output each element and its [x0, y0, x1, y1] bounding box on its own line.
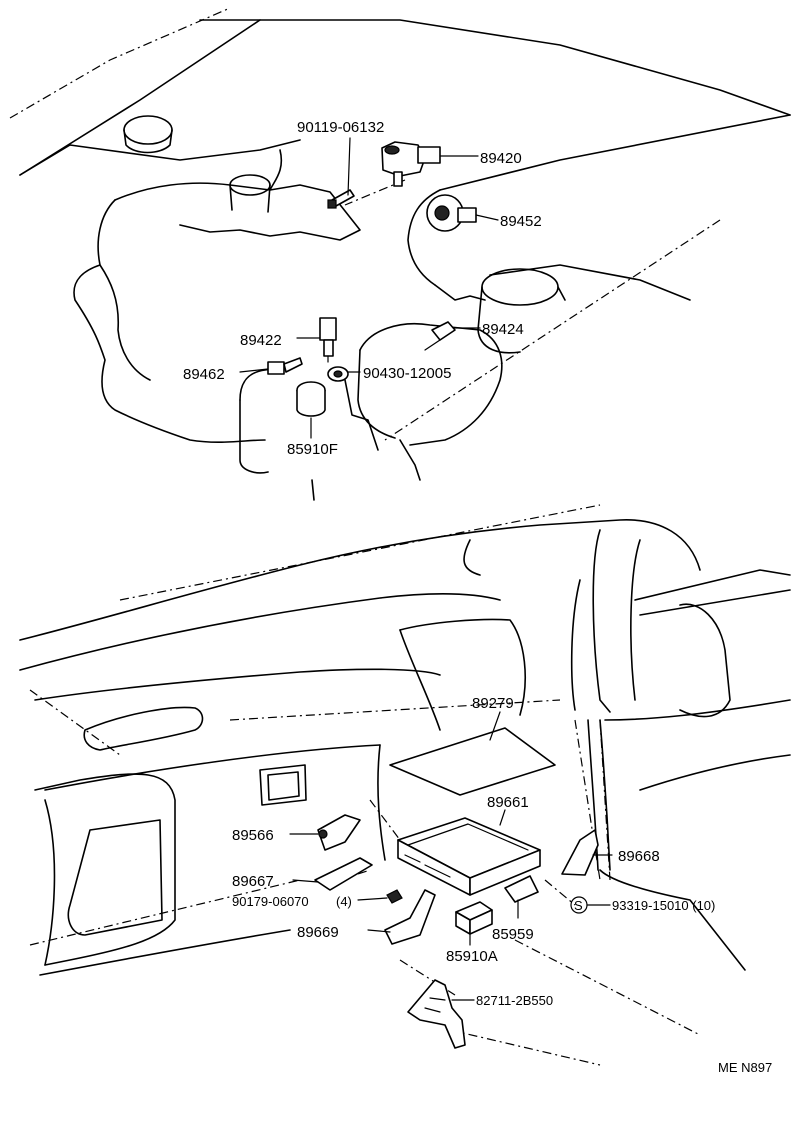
label-90179-qty: (4) — [336, 894, 352, 909]
label-90179-06070: 90179-06070 — [232, 894, 309, 909]
sensor-89452-icon — [426, 194, 477, 232]
leader-lines-dash — [289, 711, 613, 1001]
label-85910F: 85910F — [287, 441, 338, 458]
washer-90430-icon — [327, 366, 349, 382]
bracket-89667-icon — [314, 857, 373, 891]
engine-bay-illustration — [9, 7, 791, 501]
label-89667: 89667 — [232, 873, 274, 890]
bracket-89566-icon — [317, 814, 361, 851]
bracket-85959-icon — [504, 875, 539, 903]
sensor-89462-icon — [267, 357, 303, 375]
label-90430-12005: 90430-12005 — [363, 365, 451, 382]
label-85910A: 85910A — [446, 948, 498, 965]
sensor-89420-icon — [381, 141, 441, 187]
dashboard-illustration — [19, 504, 791, 1066]
label-89661: 89661 — [487, 794, 529, 811]
s-symbol-circle — [570, 896, 588, 914]
label-89668: 89668 — [618, 848, 660, 865]
label-82711-2B550: 82711-2B550 — [476, 993, 553, 1008]
sensor-85910F-icon — [296, 381, 326, 417]
sensor-89424-icon — [424, 321, 456, 351]
bracket-82711-icon — [407, 979, 466, 1049]
part-labels: 90119-06132 89420 89452 89422 89424 8946… — [183, 119, 772, 1075]
cover-89279-icon — [389, 727, 556, 796]
label-93319-15010: 93319-15010 (10) — [612, 898, 715, 913]
label-89424: 89424 — [482, 321, 524, 338]
nut-90179-icon — [386, 889, 403, 904]
label-89279: 89279 — [472, 695, 514, 712]
bracket-89668-icon — [561, 829, 599, 876]
leader-lines-engine — [239, 137, 499, 439]
label-s-symbol: S — [574, 898, 583, 913]
label-89669: 89669 — [297, 924, 339, 941]
label-89422: 89422 — [240, 332, 282, 349]
connector-85910A-icon — [455, 901, 493, 935]
label-89420: 89420 — [480, 150, 522, 167]
sensor-89422-icon — [319, 317, 337, 363]
ecu-89661-icon — [397, 817, 541, 896]
label-89566: 89566 — [232, 827, 274, 844]
label-89462: 89462 — [183, 366, 225, 383]
label-90119-06132: 90119-06132 — [297, 119, 384, 136]
bracket-89669-icon — [384, 889, 436, 945]
label-reference-code: ME N897 — [718, 1060, 772, 1075]
label-89452: 89452 — [500, 213, 542, 230]
label-85959: 85959 — [492, 926, 534, 943]
